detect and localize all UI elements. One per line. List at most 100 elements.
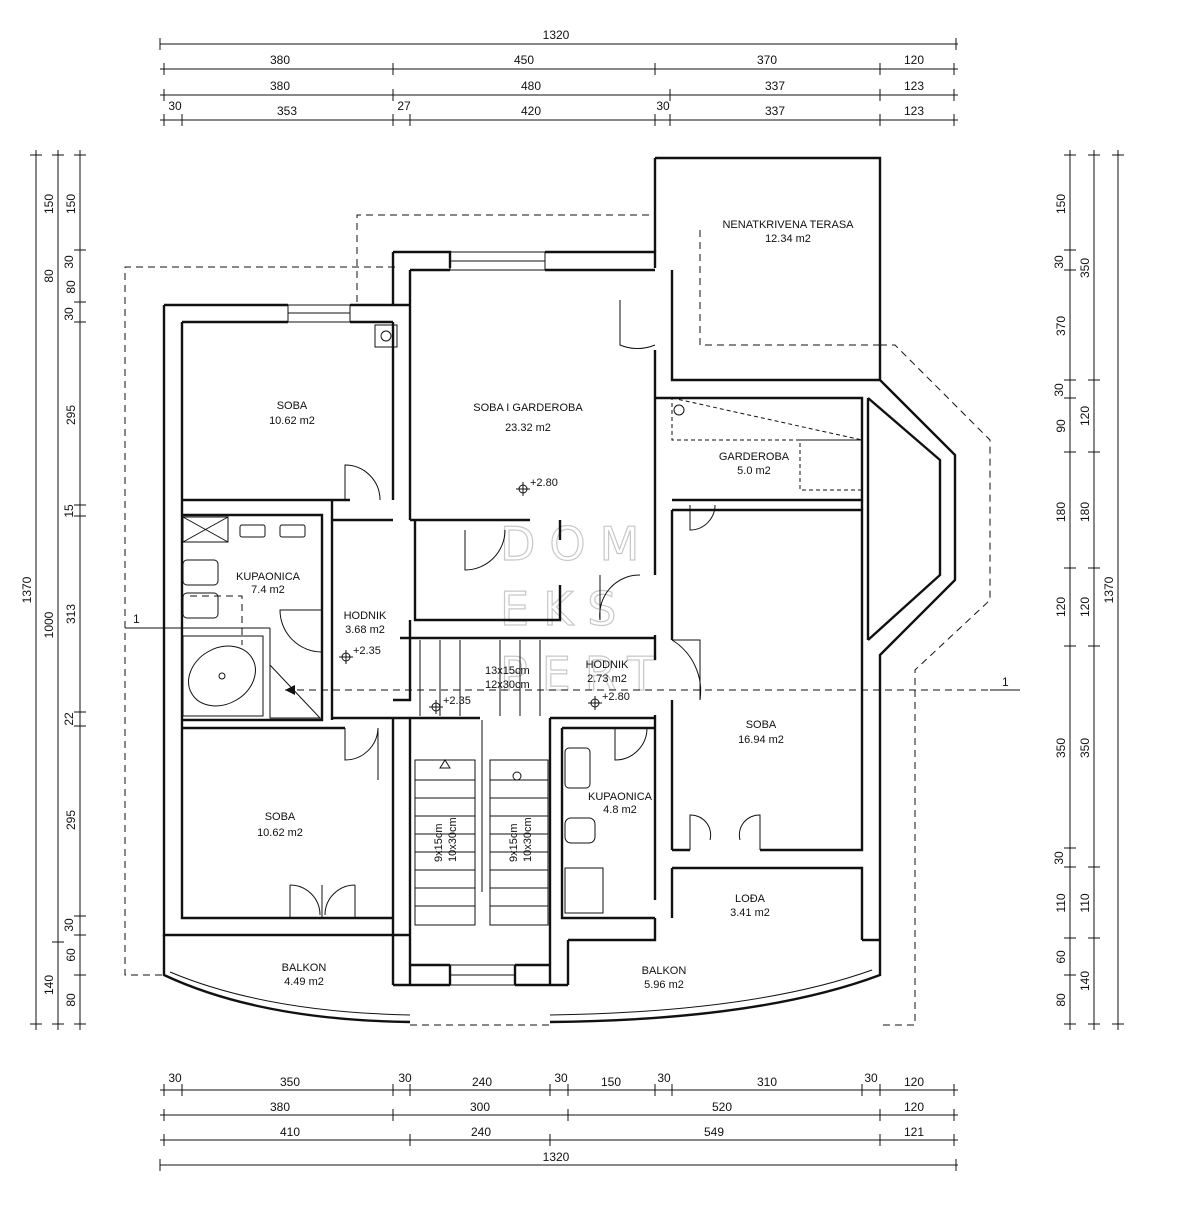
room-name: SOBA	[746, 719, 777, 731]
dim-top: 450	[514, 53, 534, 67]
dim-top: 27	[397, 99, 411, 113]
dim-left: 22	[62, 712, 76, 726]
dim-top: 353	[277, 104, 297, 118]
bottom-dimensions: 30 350 30 240 30 150 30 310 30 120 380 3…	[159, 1071, 958, 1171]
dim-bottom: 30	[554, 1071, 568, 1085]
dim-right: 350	[1078, 258, 1092, 278]
dim-top: 337	[765, 79, 785, 93]
section-marker-left: 1	[133, 612, 140, 626]
dim-left: 30	[62, 307, 76, 321]
sink-icon	[239, 524, 266, 538]
dim-bottom: 310	[757, 1075, 777, 1089]
level-mark: +2.35	[353, 645, 381, 657]
dim-left: 150	[64, 194, 78, 214]
dim-bottom: 30	[398, 1071, 412, 1085]
shower-icon	[564, 867, 604, 914]
room-area: 23.32 m2	[505, 422, 551, 434]
toilet-icon	[182, 559, 219, 586]
dim-bottom: 350	[280, 1075, 300, 1089]
stair-label: 10x30cm	[447, 817, 459, 862]
dim-bottom: 30	[864, 1071, 878, 1085]
dim-right: 80	[1054, 993, 1068, 1007]
room-name: SOBA	[265, 811, 296, 823]
dim-left: 295	[64, 810, 78, 830]
stair-label: 13x15cm	[485, 665, 530, 677]
windows	[287, 251, 546, 986]
watermark: DOM EKS PERT	[499, 516, 656, 701]
dim-bottom: 150	[601, 1075, 621, 1089]
dim-right: 30	[1052, 851, 1066, 865]
dim-right: 110	[1054, 893, 1068, 912]
dim-bottom: 30	[168, 1071, 182, 1085]
dim-left: 30	[62, 255, 76, 269]
dim-top: 30	[656, 99, 670, 113]
right-dimensions: 150 30 370 30 90 180 120 350 30 110 60 8…	[1052, 150, 1124, 1030]
chimney-icon	[673, 404, 685, 416]
room-area: 10.62 m2	[257, 827, 303, 839]
room-area: 16.94 m2	[738, 734, 784, 746]
room-name: KUPAONICA	[588, 791, 653, 803]
dim-bottom: 380	[270, 1100, 290, 1114]
room-area: 3.41 m2	[730, 907, 770, 919]
dim-right: 350	[1054, 738, 1068, 758]
dim-right: 180	[1054, 502, 1068, 522]
dim-top: 420	[521, 104, 541, 118]
room-area: 3.68 m2	[345, 624, 385, 636]
section-marker-right: 1	[1002, 675, 1009, 689]
dim-left: 150	[42, 194, 56, 214]
watermark-line-1: DOM	[500, 517, 653, 571]
dim-top: 123	[904, 79, 924, 93]
stair-label: 9x15cm	[433, 823, 445, 862]
room-name: HODNIK	[586, 659, 629, 671]
room-area: 4.49 m2	[284, 976, 324, 988]
fixtures	[182, 324, 863, 914]
room-name: NENATKRIVENA TERASA	[722, 219, 854, 231]
dim-bottom: 240	[472, 1075, 492, 1089]
stair-label: 10x30cm	[522, 817, 534, 862]
bathtub-icon	[182, 635, 264, 717]
balconies	[162, 935, 882, 1024]
dim-bottom: 300	[470, 1100, 490, 1114]
dim-top-total: 1320	[543, 28, 570, 42]
sink-icon	[279, 524, 306, 538]
dim-top: 123	[904, 104, 924, 118]
room-name: BALKON	[282, 962, 327, 974]
dim-top: 480	[521, 79, 541, 93]
dim-left: 60	[64, 948, 78, 962]
dim-bottom-total: 1320	[543, 1150, 570, 1164]
dim-bottom: 30	[657, 1071, 671, 1085]
stair-label: 12x30cm	[485, 679, 530, 691]
room-area: 12.34 m2	[765, 233, 811, 245]
level-marks: +2.80 +2.35 +2.35 +2.80	[339, 477, 630, 714]
shower-icon	[182, 516, 229, 543]
dim-right: 120	[1054, 597, 1068, 617]
dim-right: 120	[1078, 597, 1092, 617]
room-name: BALKON	[642, 965, 687, 977]
section-line: 1 1	[125, 612, 1020, 695]
dim-right: 30	[1052, 383, 1066, 397]
room-area: 2.73 m2	[587, 673, 627, 685]
stair-labels: 13x15cm 12x30cm 9x15cm 10x30cm 9x15cm 10…	[433, 665, 534, 862]
dim-left: 15	[62, 504, 76, 518]
dim-left: 140	[42, 975, 56, 995]
dim-top: 380	[270, 79, 290, 93]
room-labels: NENATKRIVENA TERASA 12.34 m2 SOBA 10.62 …	[236, 219, 854, 991]
room-name: GARDEROBA	[719, 451, 790, 463]
walls	[162, 156, 957, 987]
dashed-outlines	[124, 214, 991, 1026]
dim-right: 60	[1054, 950, 1068, 964]
dim-bottom: 549	[704, 1125, 724, 1139]
room-name: LOĐA	[735, 893, 766, 905]
dim-top: 120	[904, 53, 924, 67]
room-area: 7.4 m2	[251, 584, 285, 596]
dim-right: 350	[1078, 738, 1092, 758]
dim-left: 80	[64, 280, 78, 294]
sink-icon	[564, 747, 591, 789]
room-area: 10.62 m2	[269, 415, 315, 427]
dim-right: 90	[1054, 419, 1068, 433]
dim-top: 337	[765, 104, 785, 118]
dim-left: 1000	[42, 611, 56, 638]
dim-bottom: 520	[712, 1100, 732, 1114]
toilet-icon	[564, 817, 596, 844]
